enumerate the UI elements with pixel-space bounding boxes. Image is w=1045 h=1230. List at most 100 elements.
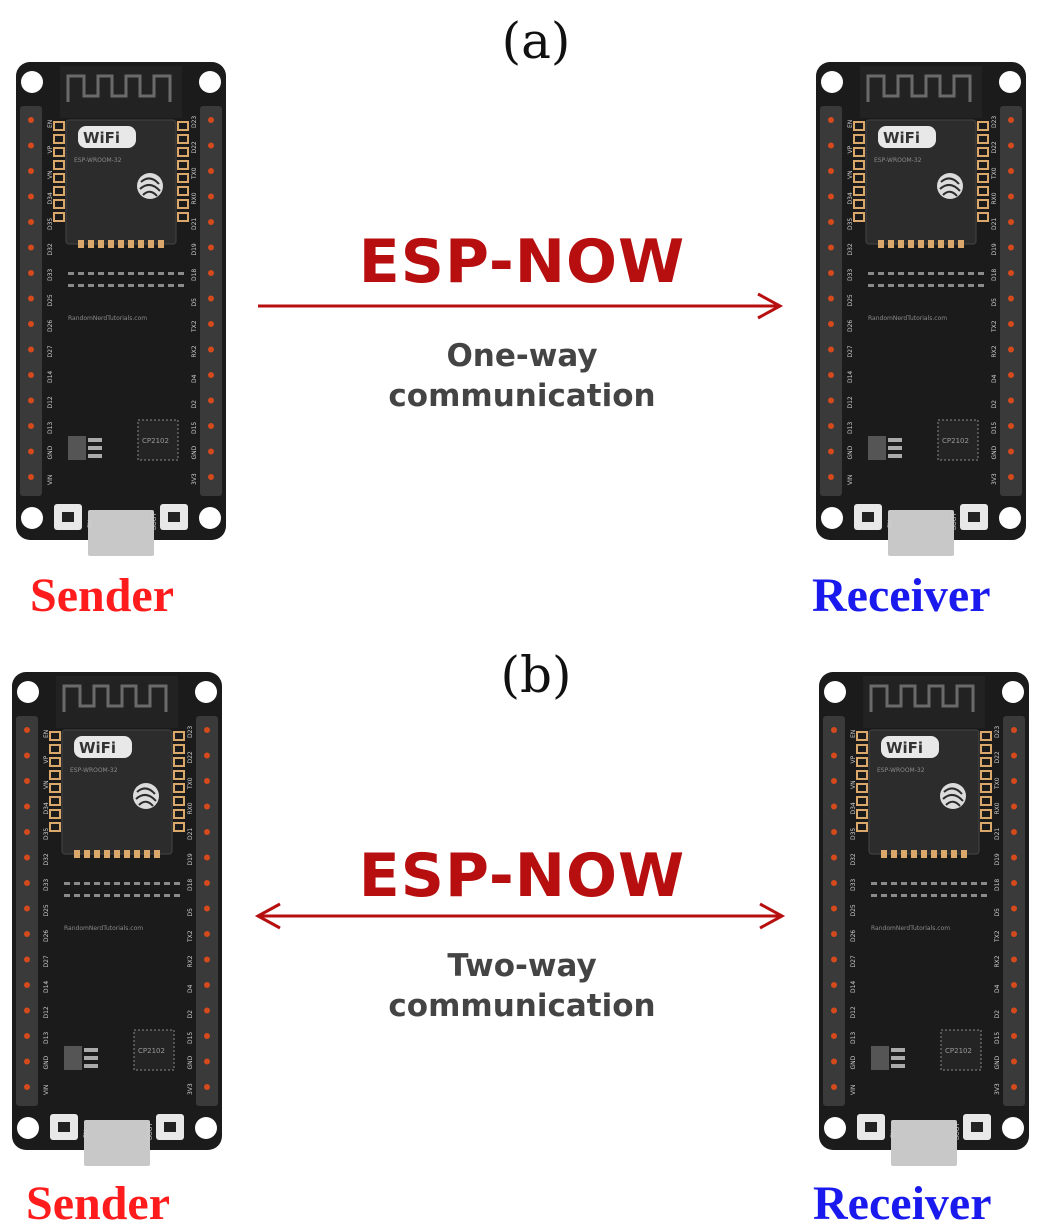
module-pad <box>941 850 947 858</box>
smd-component <box>898 272 904 275</box>
pin-label: EN <box>847 120 854 128</box>
pin <box>24 982 30 988</box>
smd-component <box>134 882 140 885</box>
pin-label: GND <box>994 1055 1001 1069</box>
en-label: EN <box>83 1130 90 1138</box>
sender-label-a: Sender <box>30 569 174 622</box>
module-pad <box>53 160 65 170</box>
module-pad <box>173 731 185 741</box>
module-pad <box>53 121 65 131</box>
module-pad <box>948 240 954 248</box>
module-pad <box>177 173 189 183</box>
smd-component <box>941 882 947 885</box>
pin <box>24 1007 30 1014</box>
pin-label: D33 <box>47 269 54 281</box>
pin <box>24 752 30 759</box>
pin <box>831 803 837 810</box>
pin <box>208 193 214 200</box>
smd-component <box>78 284 84 287</box>
pin-label: D13 <box>847 422 854 434</box>
boot-button-cap <box>164 1122 176 1132</box>
module-pad <box>980 731 992 741</box>
voltage-regulator <box>64 1046 82 1070</box>
pin-label: D2 <box>187 1010 194 1019</box>
regulator-lead <box>891 1064 905 1068</box>
pin <box>204 905 210 912</box>
pin-label: D32 <box>47 243 54 255</box>
smd-component <box>961 882 967 885</box>
usb-connector <box>88 510 154 556</box>
pin-label: D15 <box>994 1032 1001 1044</box>
pin <box>24 956 30 963</box>
pin-label: D15 <box>187 1032 194 1044</box>
module-pad <box>53 147 65 157</box>
mounting-hole <box>17 681 39 703</box>
usb-chip-label: CP2102 <box>138 1047 165 1055</box>
pin-label: RX0 <box>991 192 998 204</box>
module-label: ESP-WROOM-32 <box>874 157 922 164</box>
smd-component <box>921 894 927 897</box>
module-label: ESP-WROOM-32 <box>877 767 925 774</box>
smd-component <box>84 882 90 885</box>
smd-component <box>158 284 164 287</box>
module-pad <box>853 134 865 144</box>
pin-label: VIN <box>47 475 54 485</box>
smd-component <box>158 272 164 275</box>
pin-label: D32 <box>850 853 857 865</box>
caption-b: Two-way communication <box>262 946 782 1027</box>
smd-component <box>104 882 110 885</box>
en-button-cap <box>865 1122 877 1132</box>
pin-label: RX2 <box>187 955 194 967</box>
module-pad <box>49 809 61 819</box>
pin <box>28 448 34 455</box>
usb-chip <box>137 419 179 461</box>
pin <box>24 905 30 912</box>
smd-component <box>144 894 150 897</box>
pin-label: D34 <box>47 192 54 204</box>
pin <box>828 346 834 353</box>
pin-label: VN <box>850 780 857 789</box>
pin <box>828 142 834 149</box>
pin <box>28 474 34 480</box>
protocol-title-a: ESP-NOW <box>358 227 686 297</box>
pin <box>831 727 837 733</box>
pin-label: VP <box>850 755 857 763</box>
pin <box>1008 397 1014 404</box>
usb-chip <box>937 419 979 461</box>
pin-label: D23 <box>994 726 1001 738</box>
smd-component <box>88 272 94 275</box>
module-pad <box>853 186 865 196</box>
regulator-lead <box>88 438 102 442</box>
usb-connector <box>888 510 954 556</box>
module-pad <box>908 240 914 248</box>
pin <box>204 1084 210 1090</box>
pin-label: D2 <box>994 1010 1001 1019</box>
module-pad <box>84 850 90 858</box>
module-pad <box>88 240 94 248</box>
module-pad <box>931 850 937 858</box>
module-pad <box>977 121 989 131</box>
pin <box>1008 193 1014 200</box>
mounting-hole <box>824 1117 846 1139</box>
pin-label: D4 <box>187 984 194 993</box>
antenna-area <box>60 66 182 118</box>
pin <box>24 778 30 784</box>
smd-component <box>901 882 907 885</box>
regulator-lead <box>88 454 102 458</box>
module-pad <box>118 240 124 248</box>
smd-component <box>981 894 987 897</box>
module-pad <box>853 212 865 222</box>
module-pad <box>138 240 144 248</box>
caption-a-line2: communication <box>388 378 656 415</box>
pin <box>24 880 30 886</box>
pin <box>204 982 210 988</box>
pin-label: D4 <box>191 374 198 383</box>
pin-label: 3V3 <box>991 473 998 485</box>
pin <box>28 346 34 353</box>
module-pad <box>53 212 65 222</box>
module-pad <box>144 850 150 858</box>
smd-component <box>961 894 967 897</box>
pin <box>204 931 210 937</box>
smd-component <box>931 882 937 885</box>
pin <box>24 803 30 810</box>
